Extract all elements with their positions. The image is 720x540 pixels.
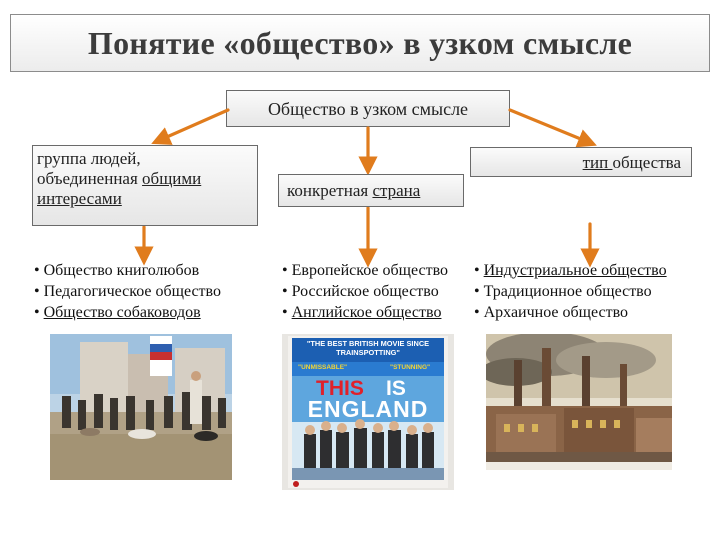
branch-line: конкретная	[287, 181, 373, 200]
poster-tagline: "THE BEST BRITISH MOVIE SINCE TRAINSPOTT…	[306, 339, 430, 357]
title-box: Понятие «общество» в узком смысле	[10, 14, 710, 72]
list-item: • Традиционное общество	[474, 283, 652, 300]
examples-list-interest-group: • Общество книголюбов • Педагогическое о…	[34, 260, 221, 323]
poster-title-word-3: ENGLAND	[307, 396, 429, 422]
list-item: • Английское общество	[282, 304, 442, 321]
list-item: • Педагогическое общество	[34, 283, 221, 300]
branch-line: общества	[612, 153, 681, 172]
list-item: • Архаичное общество	[474, 304, 629, 321]
examples-list-society-type: • Индустриальное общество • Традиционное…	[474, 260, 667, 323]
list-item: • Российское общество	[282, 283, 439, 300]
poster-graphic	[288, 336, 448, 488]
arrow-root-left	[151, 108, 230, 145]
branch-line-underlined: страна	[372, 181, 421, 200]
list-item: • Общество собаководов	[34, 304, 201, 321]
branch-line: объединенная общими	[37, 169, 202, 188]
branch-line-underlined: тип	[582, 153, 613, 172]
list-item: • Европейское общество	[282, 262, 449, 279]
branch-box-society-type: тип общества	[470, 147, 692, 177]
branch-box-country: конкретная страна	[278, 174, 464, 207]
root-concept-label: Общество в узком смысле	[267, 98, 469, 119]
branch-box-interest-group: группа людей, объединенная общими интере…	[32, 145, 258, 226]
poster-title-word-1: THIS	[316, 377, 364, 400]
branch-line: группа людей,	[37, 149, 141, 168]
examples-list-country: • Европейское общество • Российское обще…	[282, 260, 448, 323]
list-item: • Индустриальное общество	[474, 262, 667, 279]
poster-title-word-2: IS	[386, 377, 406, 400]
poster-quote-1: "UNMISSABLE"	[298, 364, 348, 371]
list-item: • Общество книголюбов	[34, 262, 200, 279]
photo-industrial-factory	[486, 334, 672, 470]
poster-quote-2: "STUNNING"	[390, 364, 431, 371]
arrow-root-right	[508, 108, 597, 148]
photo-dog-owners	[50, 334, 232, 480]
slide-title: Понятие «общество» в узком смысле	[87, 24, 633, 61]
branch-line: интересами	[37, 189, 122, 208]
photo-movie-poster: "THE BEST BRITISH MOVIE SINCE TRAINSPOTT…	[282, 334, 454, 490]
